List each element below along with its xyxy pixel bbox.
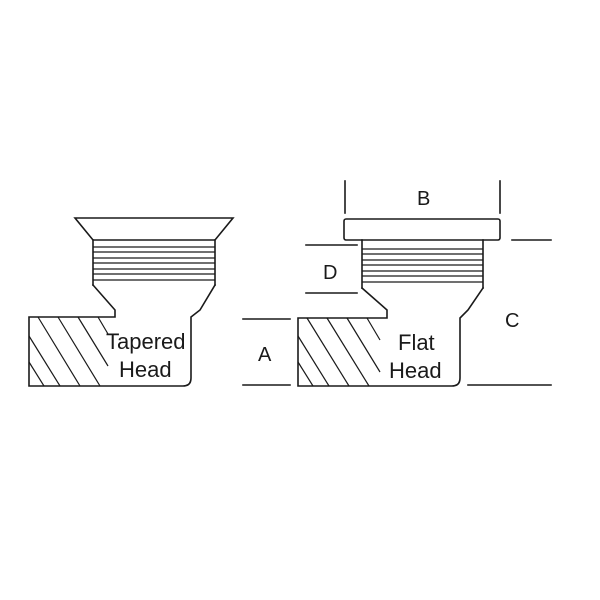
tapered-label-line2: Head [119,357,172,382]
flat-label-line1: Flat [398,330,435,355]
tapered-flange [73,217,235,241]
dimension-d-label: D [323,262,337,284]
tapered-base-hatching [28,316,109,387]
dimension-a: A [242,318,291,386]
dimension-b-label: B [417,188,430,210]
tapered-threads [93,246,215,281]
tapered-head-fitting: Tapered Head [28,217,235,387]
dimension-a-label: A [258,344,272,366]
flat-base-hatching [297,317,381,387]
dimension-c-label: C [505,310,519,332]
flat-threads [362,248,483,283]
tapered-body-outline [28,283,217,387]
tapered-label-line1: Tapered [106,329,186,354]
flat-flange [343,218,501,241]
dimension-b: B [344,180,501,214]
flat-body-outline [297,286,485,387]
flat-label-line2: Head [389,358,442,383]
dimension-c: C [467,239,552,386]
flat-head-fitting: Flat Head [297,218,501,387]
dimension-d: D [305,244,358,294]
